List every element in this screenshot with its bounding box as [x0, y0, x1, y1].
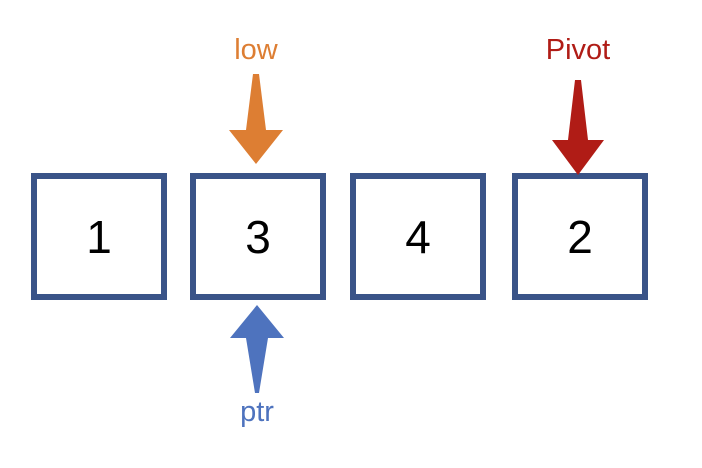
- array-box-0[interactable]: 1: [31, 173, 167, 300]
- array-box-value: 4: [405, 210, 431, 263]
- array-box-2[interactable]: 4: [350, 173, 486, 300]
- marker-low-label: low: [234, 34, 278, 66]
- up-arrow-icon: [230, 305, 284, 393]
- array-box-value: 1: [86, 210, 112, 263]
- down-arrow-icon: [552, 80, 604, 175]
- array-box-3[interactable]: 2: [512, 173, 648, 300]
- down-arrow-icon: [229, 74, 283, 164]
- array-box-value: 2: [567, 210, 593, 263]
- marker-ptr-label: ptr: [240, 396, 274, 428]
- array-box-value: 3: [245, 210, 271, 263]
- array-box-1[interactable]: 3: [190, 173, 326, 300]
- marker-pivot-label: Pivot: [545, 34, 611, 66]
